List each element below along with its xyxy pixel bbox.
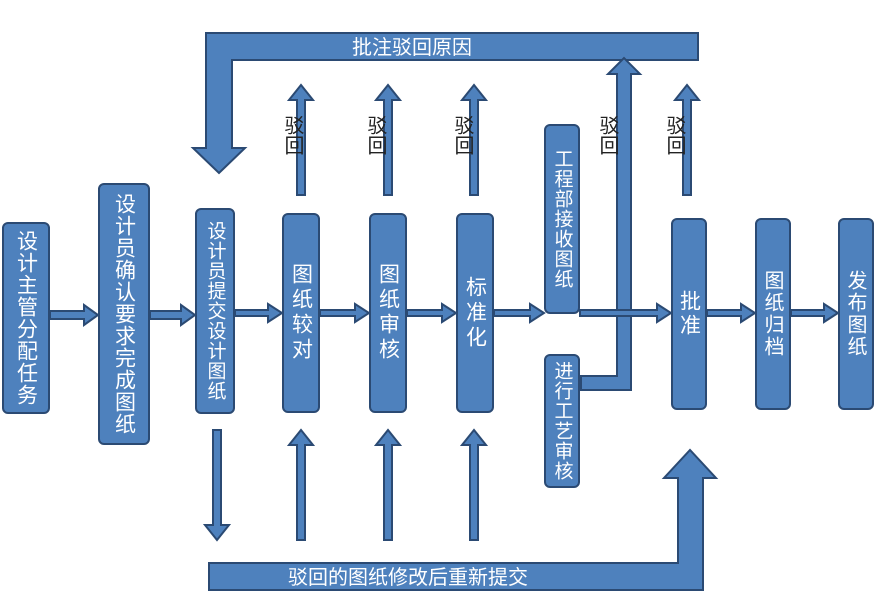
reject-label-proofread: 驳回 (281, 115, 305, 155)
step-archive-label: 图纸归档 (761, 270, 785, 358)
reject-arrow-approve (672, 83, 702, 196)
flow-arrow-5 (406, 302, 458, 324)
step-proofread-label: 图纸较对 (289, 263, 314, 363)
step-process-review: 进行工艺审核 (544, 354, 580, 488)
step-approve: 批准 (671, 218, 707, 410)
step-engineering-receive: 工程部接收图纸 (544, 124, 580, 314)
reject-reason-label: 批注驳回原因 (352, 35, 472, 59)
flow-arrow-2 (149, 303, 197, 327)
reject-label-standardize: 驳回 (451, 115, 475, 155)
reject-arrow-proofread (286, 83, 316, 196)
step-release-label: 发布图纸 (844, 270, 868, 358)
step-proofread: 图纸较对 (282, 213, 320, 413)
step-review: 图纸审核 (369, 213, 407, 413)
flow-arrow-3 (234, 302, 284, 324)
resubmit-feedback-arrow (208, 448, 719, 591)
reject-reason-feedback-arrow (190, 32, 699, 175)
reject-arrow-review (373, 83, 403, 196)
step-approve-label: 批准 (677, 290, 702, 338)
step-assign-task-label: 设计主管分配任务 (14, 230, 39, 406)
resubmit-arrow-standardize (459, 428, 489, 541)
process-review-riser-arrow (580, 56, 643, 391)
flow-arrow-9 (790, 302, 840, 324)
step-release: 发布图纸 (838, 218, 874, 410)
resubmit-label: 驳回的图纸修改后重新提交 (288, 565, 528, 589)
step-archive: 图纸归档 (755, 218, 791, 410)
flow-arrow-4 (319, 302, 371, 324)
reject-label-process: 驳回 (596, 115, 620, 155)
step-submit-drawings: 设计员提交设计图纸 (195, 208, 235, 414)
step-review-label: 图纸审核 (376, 263, 401, 363)
flow-arrow-1 (49, 303, 100, 327)
down-arrow-submit (202, 429, 232, 542)
step-confirm-requirements: 设计员确认要求完成图纸 (98, 183, 150, 445)
step-standardize-label: 标准化 (463, 275, 488, 351)
resubmit-arrow-review (373, 428, 403, 541)
step-process-review-label: 进行工艺审核 (551, 361, 574, 481)
reject-label-review: 驳回 (364, 115, 388, 155)
reject-label-approve: 驳回 (663, 115, 687, 155)
reject-arrow-standardize (459, 83, 489, 196)
step-assign-task: 设计主管分配任务 (2, 222, 50, 414)
flow-arrow-7 (579, 302, 673, 324)
step-submit-drawings-label: 设计员提交设计图纸 (204, 221, 227, 401)
step-confirm-requirements-label: 设计员确认要求完成图纸 (112, 193, 137, 435)
step-standardize: 标准化 (456, 213, 494, 413)
flow-arrow-8 (706, 302, 757, 324)
flow-arrow-6 (493, 302, 546, 324)
resubmit-arrow-proofread (286, 428, 316, 541)
step-engineering-receive-label: 工程部接收图纸 (551, 149, 574, 289)
